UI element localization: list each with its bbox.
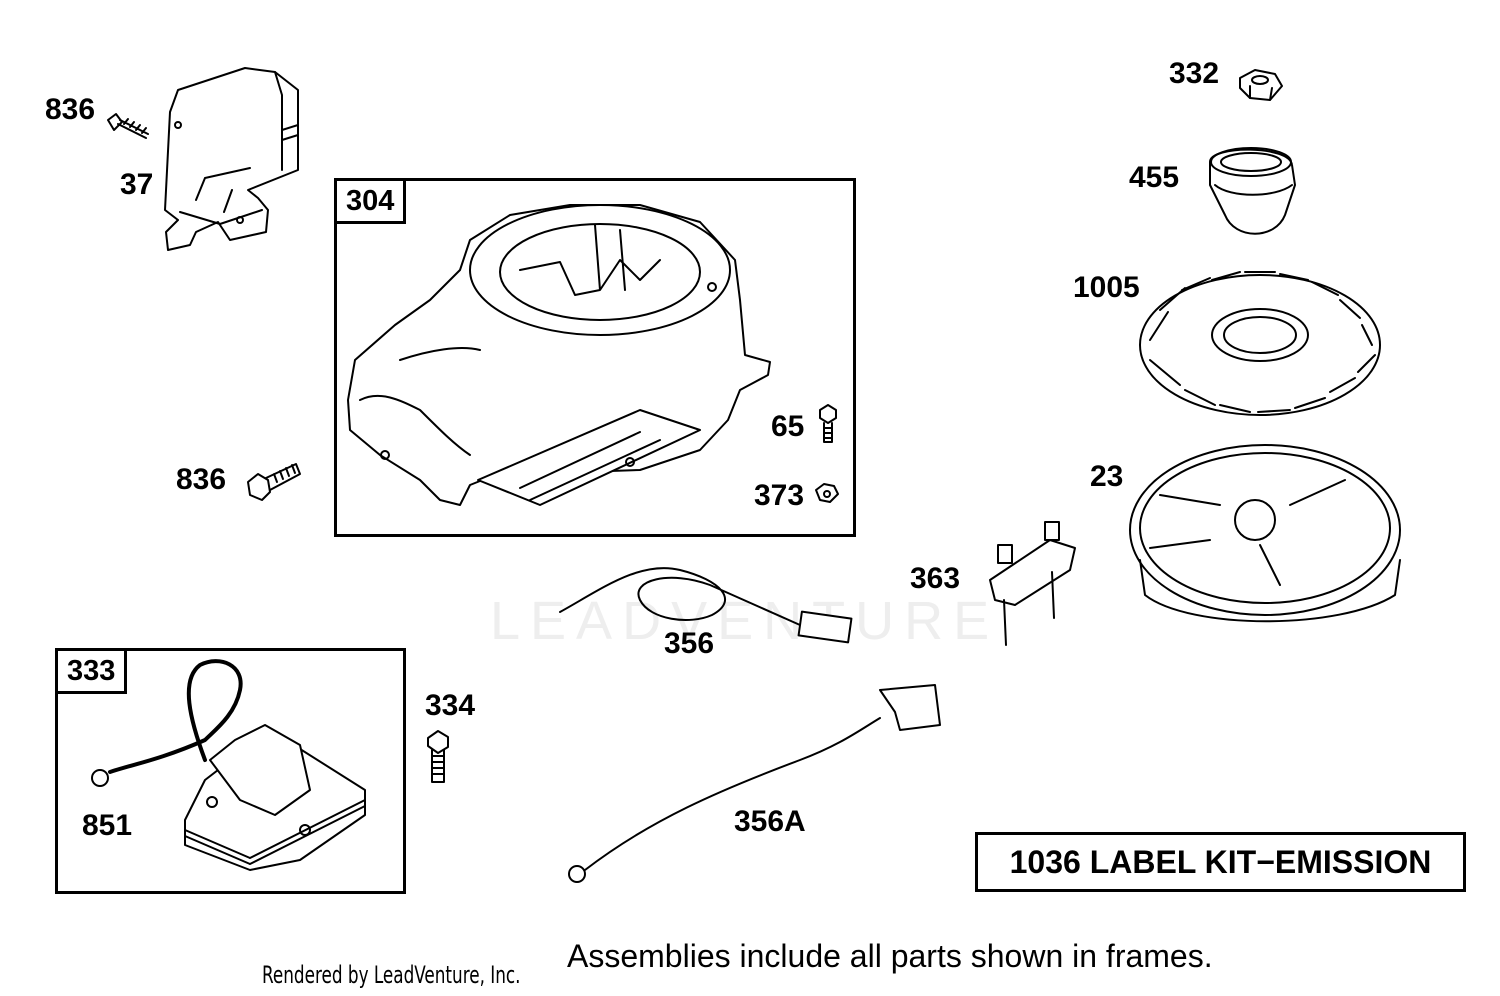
- label-1005: 1005: [1073, 271, 1140, 304]
- frame-333: 333: [55, 648, 406, 894]
- bracket-37[interactable]: [164, 67, 299, 251]
- nut-332[interactable]: [1239, 69, 1283, 101]
- credit-text: Rendered by LeadVenture, Inc.: [262, 961, 521, 989]
- frame-304: 304: [334, 178, 856, 537]
- label-334: 334: [425, 689, 476, 722]
- blower-housing-304[interactable]: [347, 204, 771, 506]
- assemblies-note: Assemblies include all parts shown in fr…: [567, 938, 1213, 974]
- armature-333[interactable]: [91, 659, 366, 871]
- wire-356[interactable]: [559, 567, 853, 644]
- label-363: 363: [910, 562, 961, 595]
- label-851: 851: [82, 809, 133, 842]
- label-kit-box: 1036 LABEL KIT−EMISSION: [975, 832, 1466, 892]
- cup-455[interactable]: [1209, 147, 1296, 235]
- wire-356a[interactable]: [568, 684, 941, 883]
- label-836-mid: 836: [176, 463, 227, 496]
- flywheel-23[interactable]: [1129, 444, 1401, 623]
- nut-373[interactable]: [815, 483, 839, 503]
- watermark-text: LEADVENTURE: [490, 591, 1000, 651]
- label-455: 455: [1129, 161, 1180, 194]
- bracket-363[interactable]: [989, 521, 1076, 646]
- label-356a: 356A: [734, 805, 806, 838]
- label-356: 356: [664, 627, 715, 660]
- label-37: 37: [120, 168, 154, 201]
- frame-333-tag: 333: [58, 651, 128, 694]
- label-836-top: 836: [45, 93, 96, 126]
- label-23: 23: [1090, 460, 1124, 493]
- label-332: 332: [1169, 57, 1220, 90]
- screw-65[interactable]: [819, 404, 837, 443]
- label-65: 65: [771, 410, 805, 443]
- label-373: 373: [754, 479, 805, 512]
- frame-304-tag: 304: [337, 181, 407, 224]
- fan-1005[interactable]: [1139, 271, 1381, 416]
- bolt-836-top[interactable]: [107, 113, 149, 139]
- bolt-836-mid[interactable]: [247, 463, 301, 501]
- screw-334[interactable]: [427, 730, 449, 783]
